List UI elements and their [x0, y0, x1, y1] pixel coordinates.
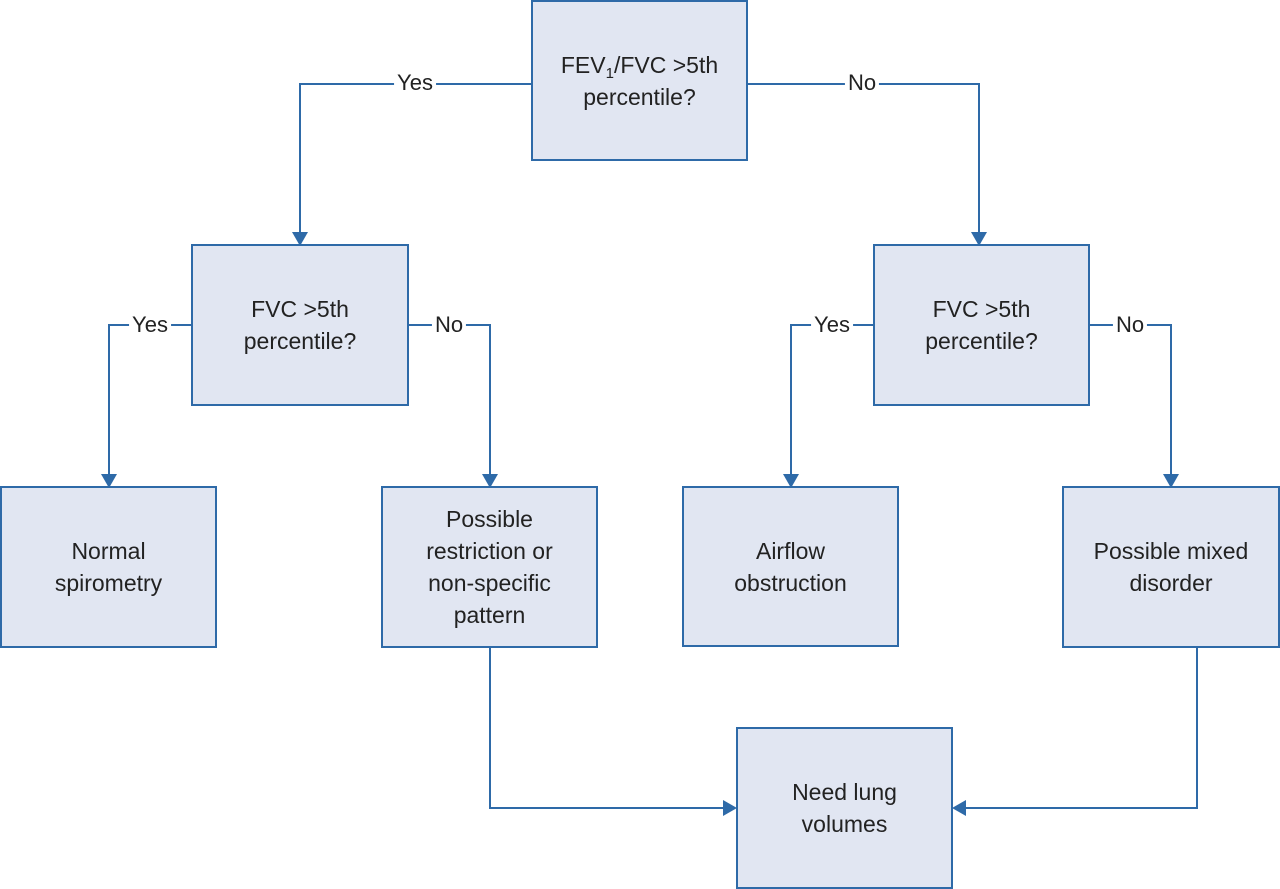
arrowhead-obstruction	[783, 474, 799, 488]
node-mixed-line2: disorder	[1129, 570, 1213, 596]
node-volumes-line2: volumes	[801, 811, 888, 837]
fev-subscript: 1	[605, 64, 614, 82]
node-right-question-line1: FVC >5th	[932, 296, 1031, 322]
node-normal-line1: Normal	[71, 538, 146, 564]
node-restriction-line1: Possible	[446, 506, 533, 532]
node-right-question-line2: percentile?	[925, 328, 1038, 354]
node-airflow-obstruction: Airflow obstruction	[682, 486, 899, 647]
node-need-lung-volumes: Need lung volumes	[736, 727, 953, 889]
node-mixed-line1: Possible mixed	[1093, 538, 1249, 564]
connector-restriction-volumes	[489, 647, 724, 809]
node-root-question: FEV1/FVC >5th percentile?	[531, 0, 748, 161]
node-obstruction-line1: Airflow	[755, 537, 825, 564]
arrowhead-normal	[101, 474, 117, 488]
edge-label-right-yes: Yes	[811, 312, 853, 338]
edge-label-root-yes: Yes	[394, 70, 436, 96]
node-obstruction-line2: obstruction	[734, 569, 847, 596]
connector-root-no	[747, 83, 980, 232]
node-normal-spirometry: Normal spirometry	[0, 486, 217, 648]
fev-text: FEV	[560, 51, 606, 78]
edge-label-left-no: No	[431, 312, 467, 338]
node-root-line2: percentile?	[583, 83, 696, 110]
arrowhead-mixed	[1163, 474, 1179, 488]
node-left-question-line2: percentile?	[243, 328, 357, 354]
arrowhead-right-question	[971, 232, 987, 246]
node-restriction-line4: pattern	[453, 602, 526, 628]
node-volumes-line1: Need lung	[792, 779, 897, 805]
arrowhead-volumes-left	[723, 800, 737, 816]
connector-left-no	[408, 324, 491, 475]
connector-right-no	[1089, 324, 1172, 475]
node-possible-mixed-disorder: Possible mixed disorder	[1062, 486, 1280, 648]
node-left-question: FVC >5th percentile?	[191, 244, 409, 406]
node-root-line1: FEV1/FVC >5th	[561, 49, 718, 81]
edge-label-right-no: No	[1112, 312, 1148, 338]
node-restriction-line3: non-specific	[428, 570, 551, 596]
connector-mixed-volumes	[965, 647, 1198, 809]
node-normal-line2: spirometry	[54, 570, 163, 596]
node-possible-restriction: Possible restriction or non-specific pat…	[381, 486, 598, 648]
connector-right-yes	[790, 324, 874, 475]
connector-left-yes	[108, 324, 192, 475]
arrowhead-restriction	[482, 474, 498, 488]
node-right-question: FVC >5th percentile?	[873, 244, 1090, 406]
edge-label-root-no: No	[844, 70, 880, 96]
node-restriction-line2: restriction or	[426, 538, 553, 564]
node-left-question-line1: FVC >5th	[251, 296, 349, 322]
fvc-threshold-text: /FVC >5th	[613, 51, 719, 78]
arrowhead-left-question	[292, 232, 308, 246]
arrowhead-volumes-right	[952, 800, 966, 816]
edge-label-left-yes: Yes	[129, 312, 171, 338]
connector-root-yes	[299, 83, 532, 232]
